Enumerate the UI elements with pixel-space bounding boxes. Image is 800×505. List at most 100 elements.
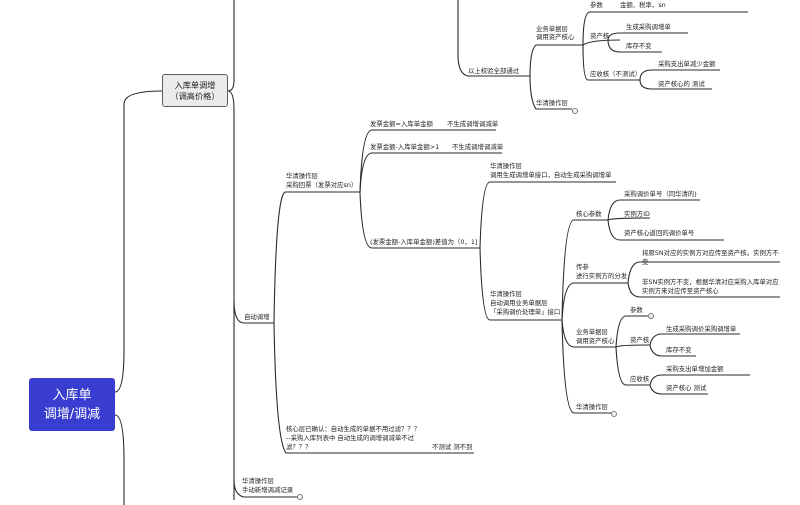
node-top-biz-line2[interactable]: 调用资产核心 [536,33,575,41]
root-node[interactable]: 入库单 调增/调减 [29,378,115,431]
node-auto-call-line2[interactable]: 自动调用业务单据层 [490,299,548,307]
node-sn-line2[interactable]: 变 [642,258,649,266]
node-top-asset-test[interactable]: 资产核心的 测试 [658,80,705,88]
node-receipt-line1[interactable]: 华清操作层 [286,172,318,180]
node-nonsn-line2[interactable]: 实例方来对应传至资产核心 [642,287,719,295]
node-top-params-value[interactable]: 金额、税率、sn [620,1,666,9]
link-cond-range [359,191,480,249]
node-top-huaqing-op[interactable]: 华清操作层 [536,99,568,107]
link-op-top [529,75,572,110]
node-auto-call-line1[interactable]: 华清操作层 [490,290,522,298]
node-receivable[interactable]: 应收核 [630,375,650,383]
node-asset-return-no[interactable]: 资产核心返回的调价单号 [624,229,695,237]
node-confirm-line3[interactable]: 滤？？？ [286,443,312,451]
node-core-params[interactable]: 核心参数 [576,210,602,218]
node-top-expense-reduce[interactable]: 采购支出单减少金额 [658,60,716,68]
node-after-check[interactable]: 以上校验全部通过 [468,67,520,75]
link-expense [649,374,750,386]
node-manual-line1[interactable]: 华清操作层 [242,477,274,485]
collapse-badge-top[interactable]: ⋯ [572,108,578,114]
link-pass [561,282,628,321]
node-no-gen-1[interactable]: 不生成调增调减单 [447,120,499,128]
node-top-asset-core[interactable]: 资产核 [590,32,610,40]
link-return-no [607,219,724,241]
link-cond-gt1 [359,152,502,193]
link-receipt [273,191,360,324]
collapse-badge-params[interactable]: ○ [648,313,654,319]
link-po-no [607,199,700,221]
node-no-gen-2[interactable]: 不生成调增调减单 [452,143,504,151]
link-nonsn [627,282,780,298]
node-no-test[interactable]: 不测试 测不到 [432,443,473,451]
node-confirm-line1[interactable]: 核心层已确认：自动生成的单据不用过滤？？？ [286,425,421,433]
link-increase-up [227,0,235,92]
link-manual [233,479,300,498]
node-biz-line2[interactable]: 调用资产核心 [576,337,615,345]
link-after-check [457,0,530,77]
link-gen [649,333,740,346]
node-manual-line2[interactable]: 手动新增调减记录 [242,486,294,494]
link-instance [607,217,651,221]
node-stock[interactable]: 库存不变 [666,346,692,354]
link-receivable [615,346,650,386]
link-root-lower [114,414,125,505]
link-params [615,315,648,348]
node-expense-add[interactable]: 采购支出单增加金额 [666,365,724,373]
link-auto-call [479,247,562,321]
node-pass-line1[interactable]: 传参 [576,263,589,271]
node-receipt-line2[interactable]: 采购回票（发票对应sn） [286,181,358,189]
link-top-test [639,79,712,90]
node-asset-test[interactable]: 资产核心 测试 [666,384,707,392]
link-top-expense [639,69,720,81]
link-cond-equal [359,129,496,193]
node-cond-range[interactable]: (发票金额-入库单金额)差值为（0，1] [370,238,478,246]
root-title-line2: 调增/调减 [43,406,101,422]
increase-line2: （调高价格） [170,90,220,101]
increase-line1: 入库单调增 [174,79,216,90]
node-instance-id[interactable]: 实例方ID [624,210,650,218]
node-top-biz-line1[interactable]: 业务单据层 [536,25,568,33]
node-po-no[interactable]: 采购调价单号（同华清的) [624,190,697,198]
link-biz-top [529,44,583,77]
node-top-receivable[interactable]: 应收核（不测试） [590,70,642,78]
link-op-auto [561,319,614,414]
node-confirm-line2[interactable]: --采购入库列表中 自动生成的调增调减单不过 [286,434,415,442]
link-confirm [273,322,474,454]
link-top-receivable [582,44,640,81]
link-sn [627,261,780,284]
link-top-params [582,11,748,46]
node-sn-line1[interactable]: 将原SN对应的实例方对应传至资产核。实例方不 [642,249,779,257]
node-auto-increase[interactable]: 自动调增 [244,313,270,321]
link-top-asset [582,39,621,46]
link-root-increase [114,90,163,393]
node-call-line1[interactable]: 华清操作层 [490,162,522,170]
node-asset-core[interactable]: 资产核 [630,336,650,344]
node-pass-line2[interactable]: 进行实例方的分发 [576,272,628,280]
link-top-stock [607,39,662,53]
collapse-badge-manual[interactable]: ⋯ [297,494,303,500]
link-test [649,384,708,395]
node-top-stock[interactable]: 库存不变 [626,42,652,50]
node-cond-gt1[interactable]: 发票金额-入库单金额>1 [370,143,440,151]
collapse-badge-op[interactable]: ⋯ [611,411,617,417]
node-biz-line1[interactable]: 业务单据层 [576,328,608,336]
link-increase-down [227,90,235,500]
node-nonsn-line1[interactable]: 非SN实例方不变，根据华清对应采购入库单对应 [642,278,779,286]
node-params[interactable]: 参数 [630,306,643,314]
root-title-line1: 入库单 [52,387,92,403]
link-call [479,181,616,249]
link-top-gen [607,32,688,41]
link-auto [233,299,274,324]
node-auto-call-line3[interactable]: 「采购调价处理单」接口 [490,308,561,316]
node-call-line2[interactable]: 调用生成调增单接口，自动生成采购调增单 [490,171,612,179]
node-gen-adjust-order[interactable]: 生成采购调价采购调增单 [666,325,737,333]
node-cond-equal[interactable]: 发票金额=入库单金额 [370,120,433,128]
node-huaqing-op[interactable]: 华清操作层 [576,403,608,411]
node-top-gen-order[interactable]: 生成采购调增单 [626,23,671,31]
link-asset [615,344,651,348]
node-top-params[interactable]: 参数 [590,1,603,9]
link-stock [649,344,696,357]
node-inbound-increase[interactable]: 入库单调增 （调高价格） [162,74,228,107]
